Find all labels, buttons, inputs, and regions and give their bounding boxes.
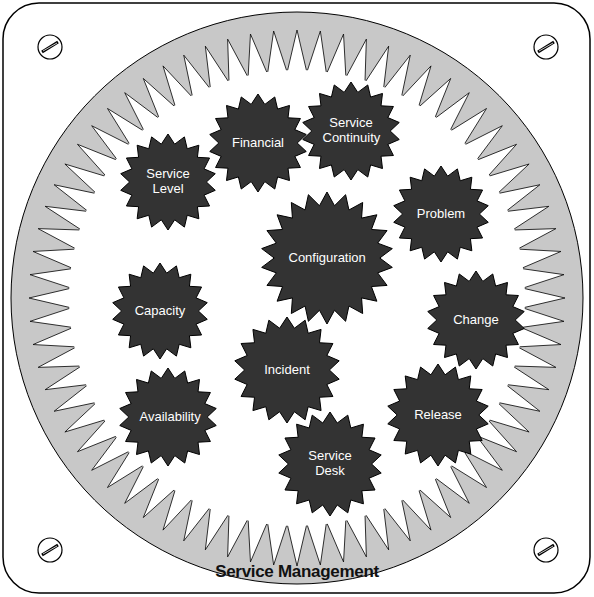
process-gear: Availability — [119, 368, 217, 466]
process-gear: Service Level — [120, 134, 216, 230]
screw-slot — [538, 545, 554, 555]
gear-label: Service Level — [140, 167, 196, 197]
process-gear: Release — [387, 364, 489, 466]
process-gear: Service Desk — [278, 412, 382, 516]
gear-label: Service Desk — [300, 449, 360, 479]
screw — [38, 35, 62, 59]
screw-head — [38, 538, 62, 562]
screws — [38, 35, 558, 562]
gear-shape — [120, 368, 217, 466]
gear-shape — [394, 166, 489, 262]
ring-gear — [29, 30, 565, 566]
process-gear: Change — [427, 271, 525, 369]
process-gear: Configuration — [261, 192, 393, 324]
screw-slot-shine — [43, 546, 57, 554]
grey-disk — [11, 12, 583, 584]
gear-shape — [388, 364, 488, 466]
gear-shape — [210, 94, 307, 192]
screw-slot — [538, 42, 554, 52]
screw-head — [534, 35, 558, 59]
process-gear: Financial — [209, 94, 307, 192]
process-gear: Incident — [234, 317, 340, 423]
gear-label: Service Continuity — [323, 116, 380, 146]
gear-shape — [235, 317, 339, 423]
process-gear: Problem — [393, 166, 489, 262]
gear-shape — [428, 271, 525, 369]
gear-label: Problem — [417, 207, 465, 222]
screw-slot-shine — [43, 43, 57, 51]
title-label: Service Management — [215, 562, 379, 582]
process-gear: Capacity — [112, 263, 208, 359]
gear-shape — [121, 134, 216, 230]
gear-shape — [303, 82, 400, 180]
gear-label: Financial — [232, 136, 284, 151]
process-gear: Service Continuity — [302, 82, 400, 180]
gear-label: Release — [414, 408, 462, 423]
gear-shape — [279, 412, 381, 516]
screw-slot-shine — [539, 43, 553, 51]
screw — [534, 35, 558, 59]
screw — [38, 538, 62, 562]
gear-label: Change — [453, 313, 499, 328]
gear-label: Capacity — [135, 304, 186, 319]
screw-head — [38, 35, 62, 59]
screw — [534, 538, 558, 562]
panel-outline — [3, 3, 590, 593]
screw-slot-shine — [539, 546, 553, 554]
gear-label: Availability — [140, 410, 197, 425]
screw-slot — [42, 545, 58, 555]
gear-shape — [262, 192, 393, 324]
gear-label: Incident — [264, 363, 310, 378]
screw-head — [534, 538, 558, 562]
screw-slot — [42, 42, 58, 52]
inner-disk — [69, 70, 525, 526]
gear-shape — [113, 263, 208, 359]
gear-label: Configuration — [289, 251, 366, 266]
